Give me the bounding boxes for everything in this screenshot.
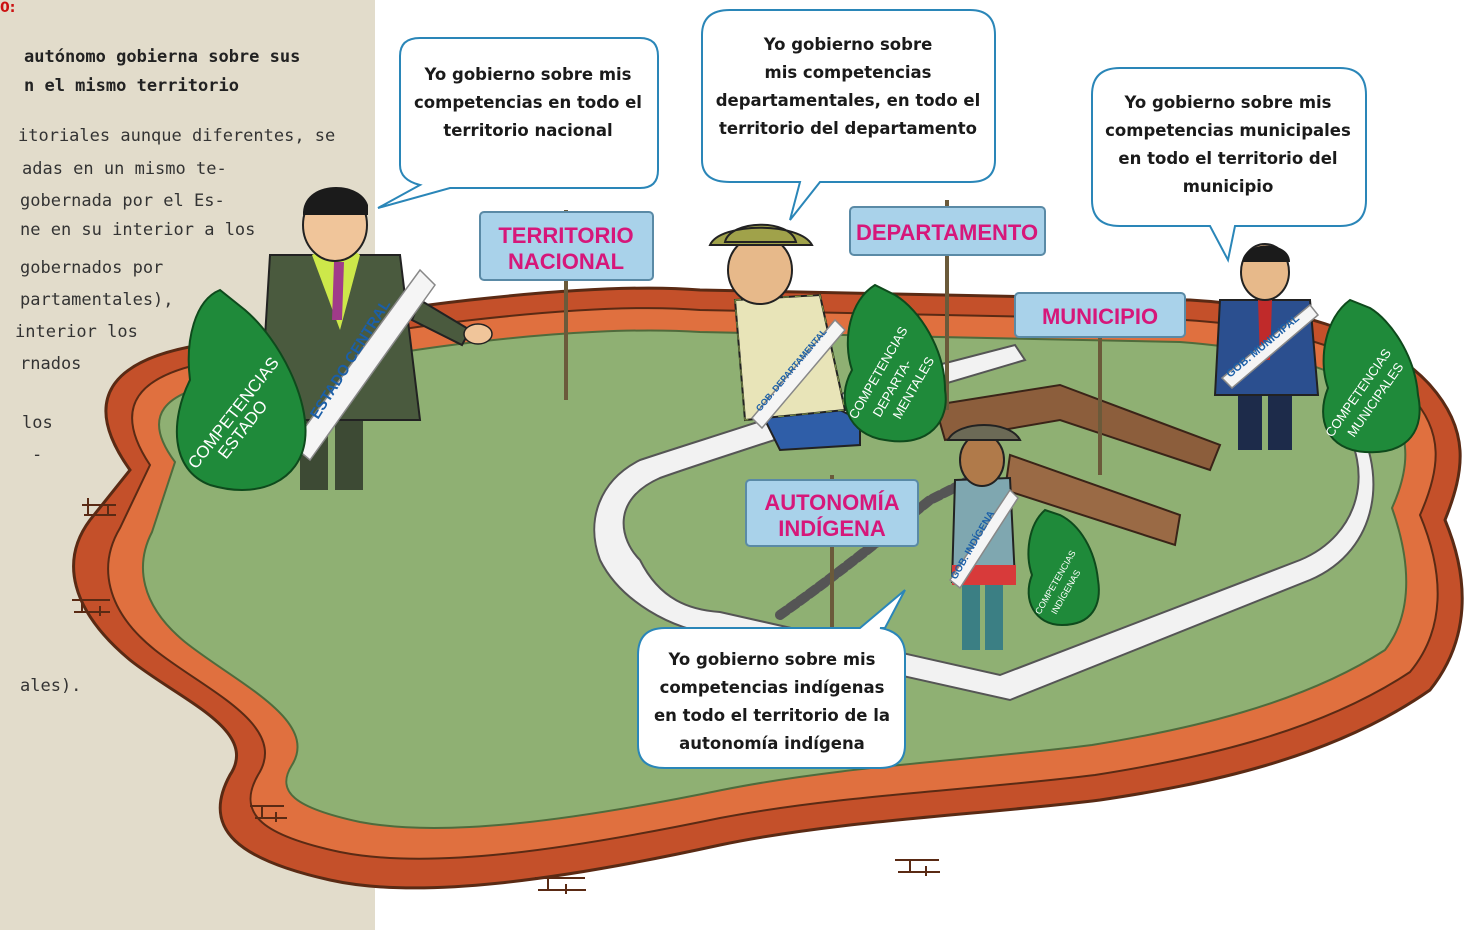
svg-text:territorio del departamento: territorio del departamento	[719, 119, 977, 138]
text-line: adas en un mismo te-	[22, 159, 227, 179]
svg-text:municipio: municipio	[1183, 177, 1274, 196]
text-line: -	[32, 445, 43, 465]
text-line: ne en su interior a los	[20, 220, 256, 240]
svg-text:MUNICIPIO: MUNICIPIO	[1042, 304, 1158, 329]
character-gob-municipal: GOB. MUNICIPAL	[1213, 243, 1320, 450]
text-line: itoriales aunque diferentes, se	[18, 126, 336, 146]
svg-text:territorio nacional: territorio nacional	[443, 121, 612, 140]
text-line: los	[22, 413, 53, 433]
svg-text:competencias en todo el: competencias en todo el	[414, 93, 642, 112]
character-gob-indigena: GOB. INDÍGENA	[946, 424, 1022, 650]
speech-bubble-departamental: Yo gobierno sobre mis competencias depar…	[701, 9, 996, 221]
text-line: autónomo gobierna sobre sus	[24, 47, 301, 67]
svg-text:Yo gobierno sobre mis: Yo gobierno sobre mis	[1124, 93, 1332, 112]
svg-text:autonomía indígena: autonomía indígena	[679, 734, 865, 753]
character-estado-central: ESTADO CENTRAL	[258, 187, 493, 490]
speech-bubble-municipal: Yo gobierno sobre mis competencias munic…	[1091, 67, 1367, 263]
rock-border	[775, 465, 995, 620]
text-line: interior los	[15, 322, 138, 342]
sign-territorio-nacional: TERRITORIO NACIONAL	[479, 211, 654, 281]
svg-text:mis competencias: mis competencias	[765, 63, 932, 82]
text-line: gobernada por el Es-	[20, 191, 225, 211]
svg-text:Yo gobierno sobre mis: Yo gobierno sobre mis	[424, 65, 632, 84]
speech-bubble-indigena: Yo gobierno sobre mis competencias indíg…	[637, 589, 906, 769]
svg-text:INDÍGENA: INDÍGENA	[778, 516, 886, 541]
svg-text:Yo gobierno sobre mis: Yo gobierno sobre mis	[668, 650, 876, 669]
svg-text:NACIONAL: NACIONAL	[508, 249, 624, 274]
text-line: rnados	[20, 354, 82, 374]
svg-text:departamentales, en todo el: departamentales, en todo el	[716, 91, 981, 110]
speech-bubble-estado: Yo gobierno sobre mis competencias en to…	[377, 37, 659, 209]
text-line: partamentales),	[20, 290, 174, 310]
text-line: ales).	[20, 676, 82, 696]
bag-competencias-estado: COMPETENCIAS ESTADO	[175, 288, 307, 491]
bag-competencias-indigenas: COMPETENCIAS INDÍGENAS	[1027, 508, 1100, 627]
bag-competencias-municipales: COMPETENCIAS MUNICIPALES	[1322, 298, 1421, 454]
text-line: gobernados por	[20, 258, 164, 278]
heading-marker: 0:	[0, 0, 16, 16]
sign-municipio: MUNICIPIO	[1014, 292, 1186, 338]
svg-text:AUTONOMÍA: AUTONOMÍA	[764, 490, 899, 515]
svg-text:en todo el territorio del: en todo el territorio del	[1118, 149, 1337, 168]
svg-text:competencias indígenas: competencias indígenas	[660, 678, 885, 697]
text-line: n el mismo territorio	[24, 76, 239, 96]
svg-text:DEPARTAMENTO: DEPARTAMENTO	[856, 220, 1038, 245]
sign-autonomia-indigena: AUTONOMÍA INDÍGENA	[745, 479, 919, 547]
svg-text:en todo el territorio de la: en todo el territorio de la	[654, 706, 890, 725]
bag-competencias-departamentales: COMPETENCIAS DEPARTA- MENTALES	[843, 283, 947, 443]
sign-departamento: DEPARTAMENTO	[849, 206, 1046, 256]
svg-text:TERRITORIO: TERRITORIO	[498, 223, 633, 248]
character-gob-departamental: GOB. DEPARTAMENTAL	[708, 223, 861, 452]
svg-text:competencias municipales: competencias municipales	[1105, 121, 1351, 140]
svg-text:Yo gobierno sobre: Yo gobierno sobre	[763, 35, 933, 54]
brick-marks	[72, 498, 940, 894]
